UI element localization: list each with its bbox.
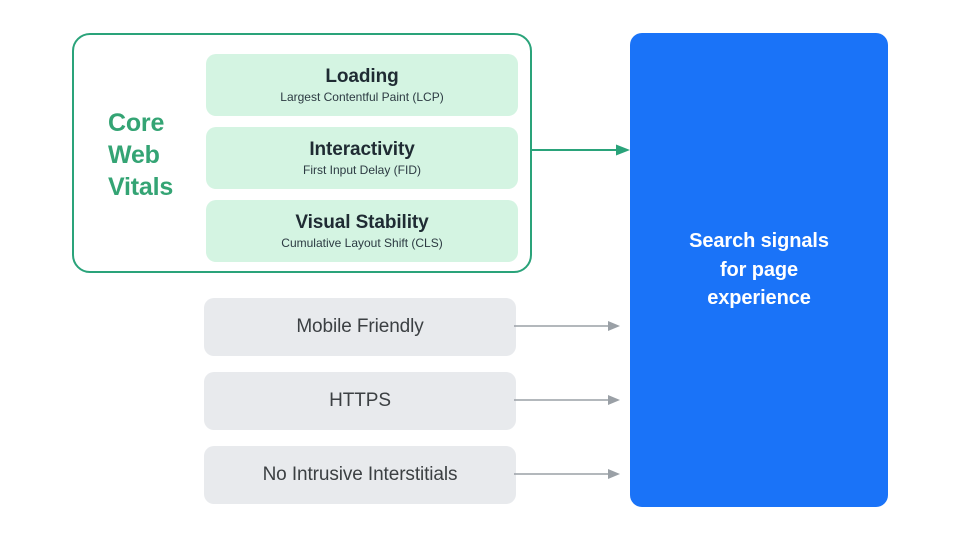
factor-box-mobile-friendly[interactable]: Mobile Friendly (204, 298, 516, 356)
metric-title: Interactivity (309, 138, 415, 160)
search-signals-box[interactable]: Search signals for page experience (630, 33, 888, 507)
metric-subtitle: Cumulative Layout Shift (CLS) (281, 235, 443, 250)
arrow-mobile-friendly-to-search-signals (514, 321, 620, 331)
factor-label: HTTPS (329, 390, 391, 411)
arrow-no-intrusive-interstitials-to-search-signals (514, 469, 620, 479)
arrow-https-to-search-signals (514, 395, 620, 405)
metric-card-interactivity[interactable]: Interactivity First Input Delay (FID) (206, 127, 518, 189)
factor-box-https[interactable]: HTTPS (204, 372, 516, 430)
metric-card-loading[interactable]: Loading Largest Contentful Paint (LCP) (206, 54, 518, 116)
core-web-vitals-label: Core Web Vitals (108, 107, 228, 203)
arrow-core-web-vitals-to-search-signals (530, 144, 630, 156)
search-signals-title: Search signals for page experience (689, 230, 829, 310)
metric-subtitle: Largest Contentful Paint (LCP) (280, 89, 444, 104)
metric-title: Loading (325, 65, 399, 87)
core-web-vitals-label-line-2: Web (108, 141, 160, 169)
metric-subtitle: First Input Delay (FID) (302, 162, 422, 177)
factor-label: Mobile Friendly (296, 316, 424, 337)
factor-label: No Intrusive Interstitials (262, 464, 458, 485)
core-web-vitals-group: Core Web Vitals Loading Largest Contentf… (72, 33, 532, 273)
core-web-vitals-label-line-3: Vitals (108, 173, 174, 201)
metric-title: Visual Stability (295, 211, 429, 233)
metric-card-visual-stability[interactable]: Visual Stability Cumulative Layout Shift… (206, 200, 518, 262)
core-web-vitals-label-line-1: Core (108, 109, 165, 137)
factor-box-no-intrusive-interstitials[interactable]: No Intrusive Interstitials (204, 446, 516, 504)
